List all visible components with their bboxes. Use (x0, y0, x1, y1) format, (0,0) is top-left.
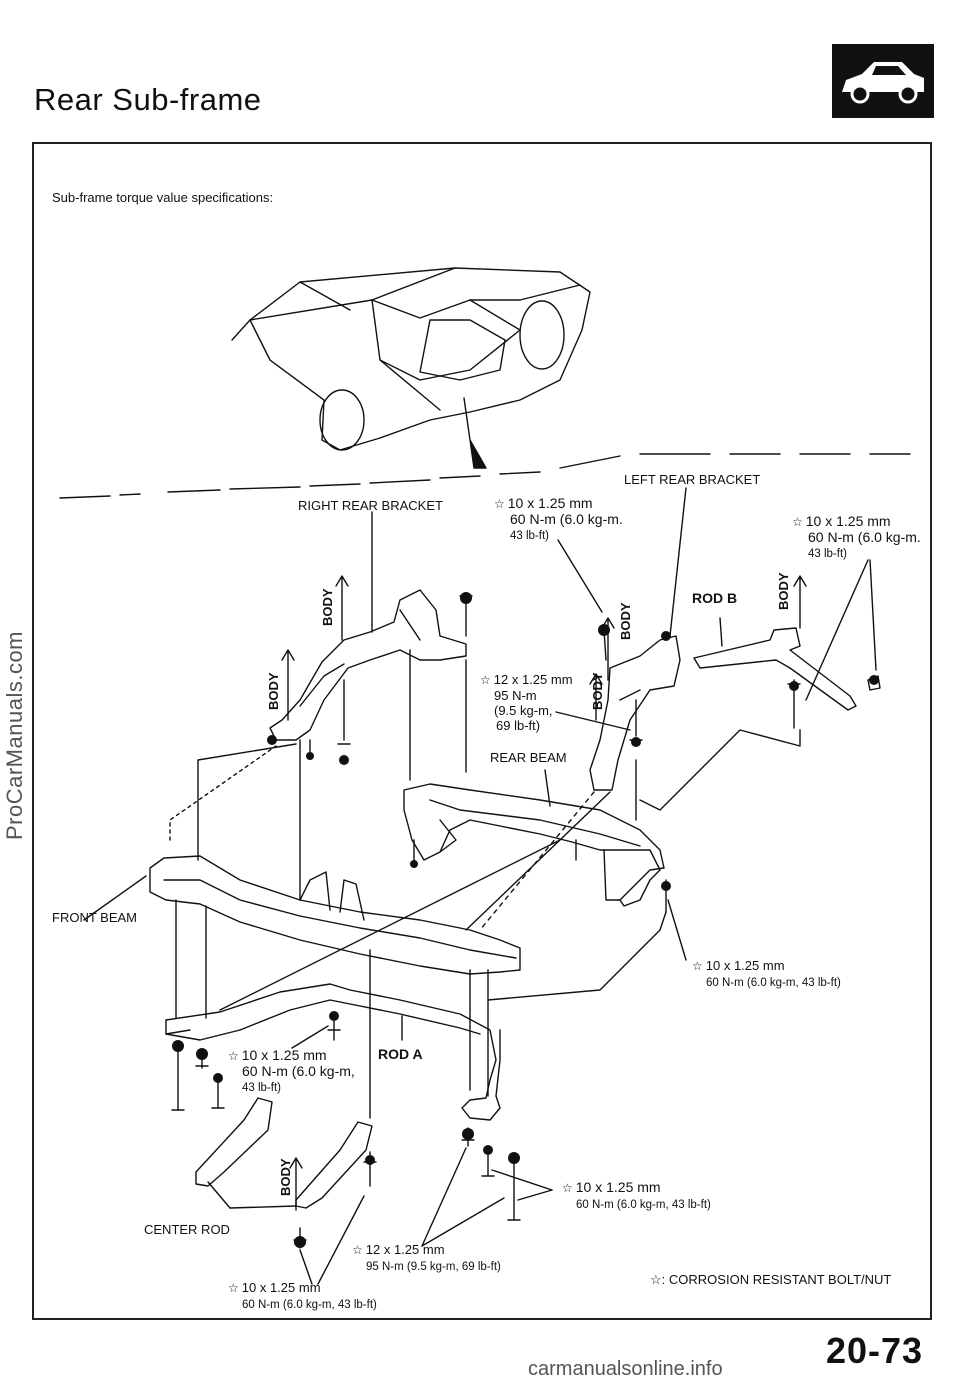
label-front-beam: FRONT BEAM (52, 910, 137, 925)
torque-spec-8: ☆10 x 1.25 mm 60 N-m (6.0 kg-m, 43 lb-ft… (228, 1280, 377, 1311)
star-icon: ☆: (650, 1272, 666, 1287)
star-icon: ☆ (692, 959, 703, 973)
label-center-rod: CENTER ROD (144, 1222, 230, 1237)
car-silhouette-icon (832, 44, 934, 118)
intro-text: Sub-frame torque value specifications: (52, 190, 274, 205)
star-icon: ☆ (228, 1049, 239, 1063)
torque-spec-5: ☆10 x 1.25 mm 60 N-m (6.0 kg-m, 43 lb-ft… (228, 1047, 355, 1095)
torque-spec-6: ☆10 x 1.25 mm 60 N-m (6.0 kg-m, 43 lb-ft… (562, 1179, 711, 1212)
star-icon: ☆ (352, 1243, 363, 1257)
torque-spec-4: ☆10 x 1.25 mm 60 N-m (6.0 kg-m, 43 lb-ft… (692, 958, 841, 989)
star-icon: ☆ (480, 673, 491, 687)
label-rod-b: ROD B (692, 590, 738, 606)
label-body: BODY (266, 672, 281, 710)
label-rear-beam: REAR BEAM (490, 750, 567, 765)
torque-spec-3: ☆12 x 1.25 mm 95 N-m (9.5 kg-m, 69 lb-ft… (480, 672, 573, 733)
star-icon: ☆ (228, 1281, 239, 1295)
label-body: BODY (590, 672, 605, 710)
torque-spec-1: ☆10 x 1.25 mm 60 N-m (6.0 kg-m. 43 lb-ft… (494, 495, 623, 543)
legend: ☆: CORROSION RESISTANT BOLT/NUT (650, 1272, 892, 1287)
label-body: BODY (278, 1158, 293, 1196)
label-body: BODY (776, 572, 791, 610)
page-number: 20-73 (826, 1330, 924, 1371)
label-right-rear-bracket: RIGHT REAR BRACKET (298, 498, 443, 513)
diagram-frame (32, 142, 932, 1320)
watermark-bottom: carmanualsonline.info (528, 1358, 723, 1380)
page-title: Rear Sub-frame (34, 82, 262, 117)
star-icon: ☆ (562, 1181, 573, 1195)
star-icon: ☆ (494, 497, 505, 511)
watermark-side: ProCarManuals.com (2, 630, 27, 840)
label-left-rear-bracket: LEFT REAR BRACKET (624, 472, 761, 487)
label-body: BODY (618, 602, 633, 640)
star-icon: ☆ (792, 515, 803, 529)
label-body: BODY (320, 588, 335, 626)
label-rod-a: ROD A (378, 1046, 423, 1062)
torque-spec-2: ☆10 x 1.25 mm 60 N-m (6.0 kg-m. 43 lb-ft… (792, 513, 921, 561)
torque-spec-7: ☆12 x 1.25 mm 95 N-m (9.5 kg-m, 69 lb-ft… (352, 1242, 501, 1273)
